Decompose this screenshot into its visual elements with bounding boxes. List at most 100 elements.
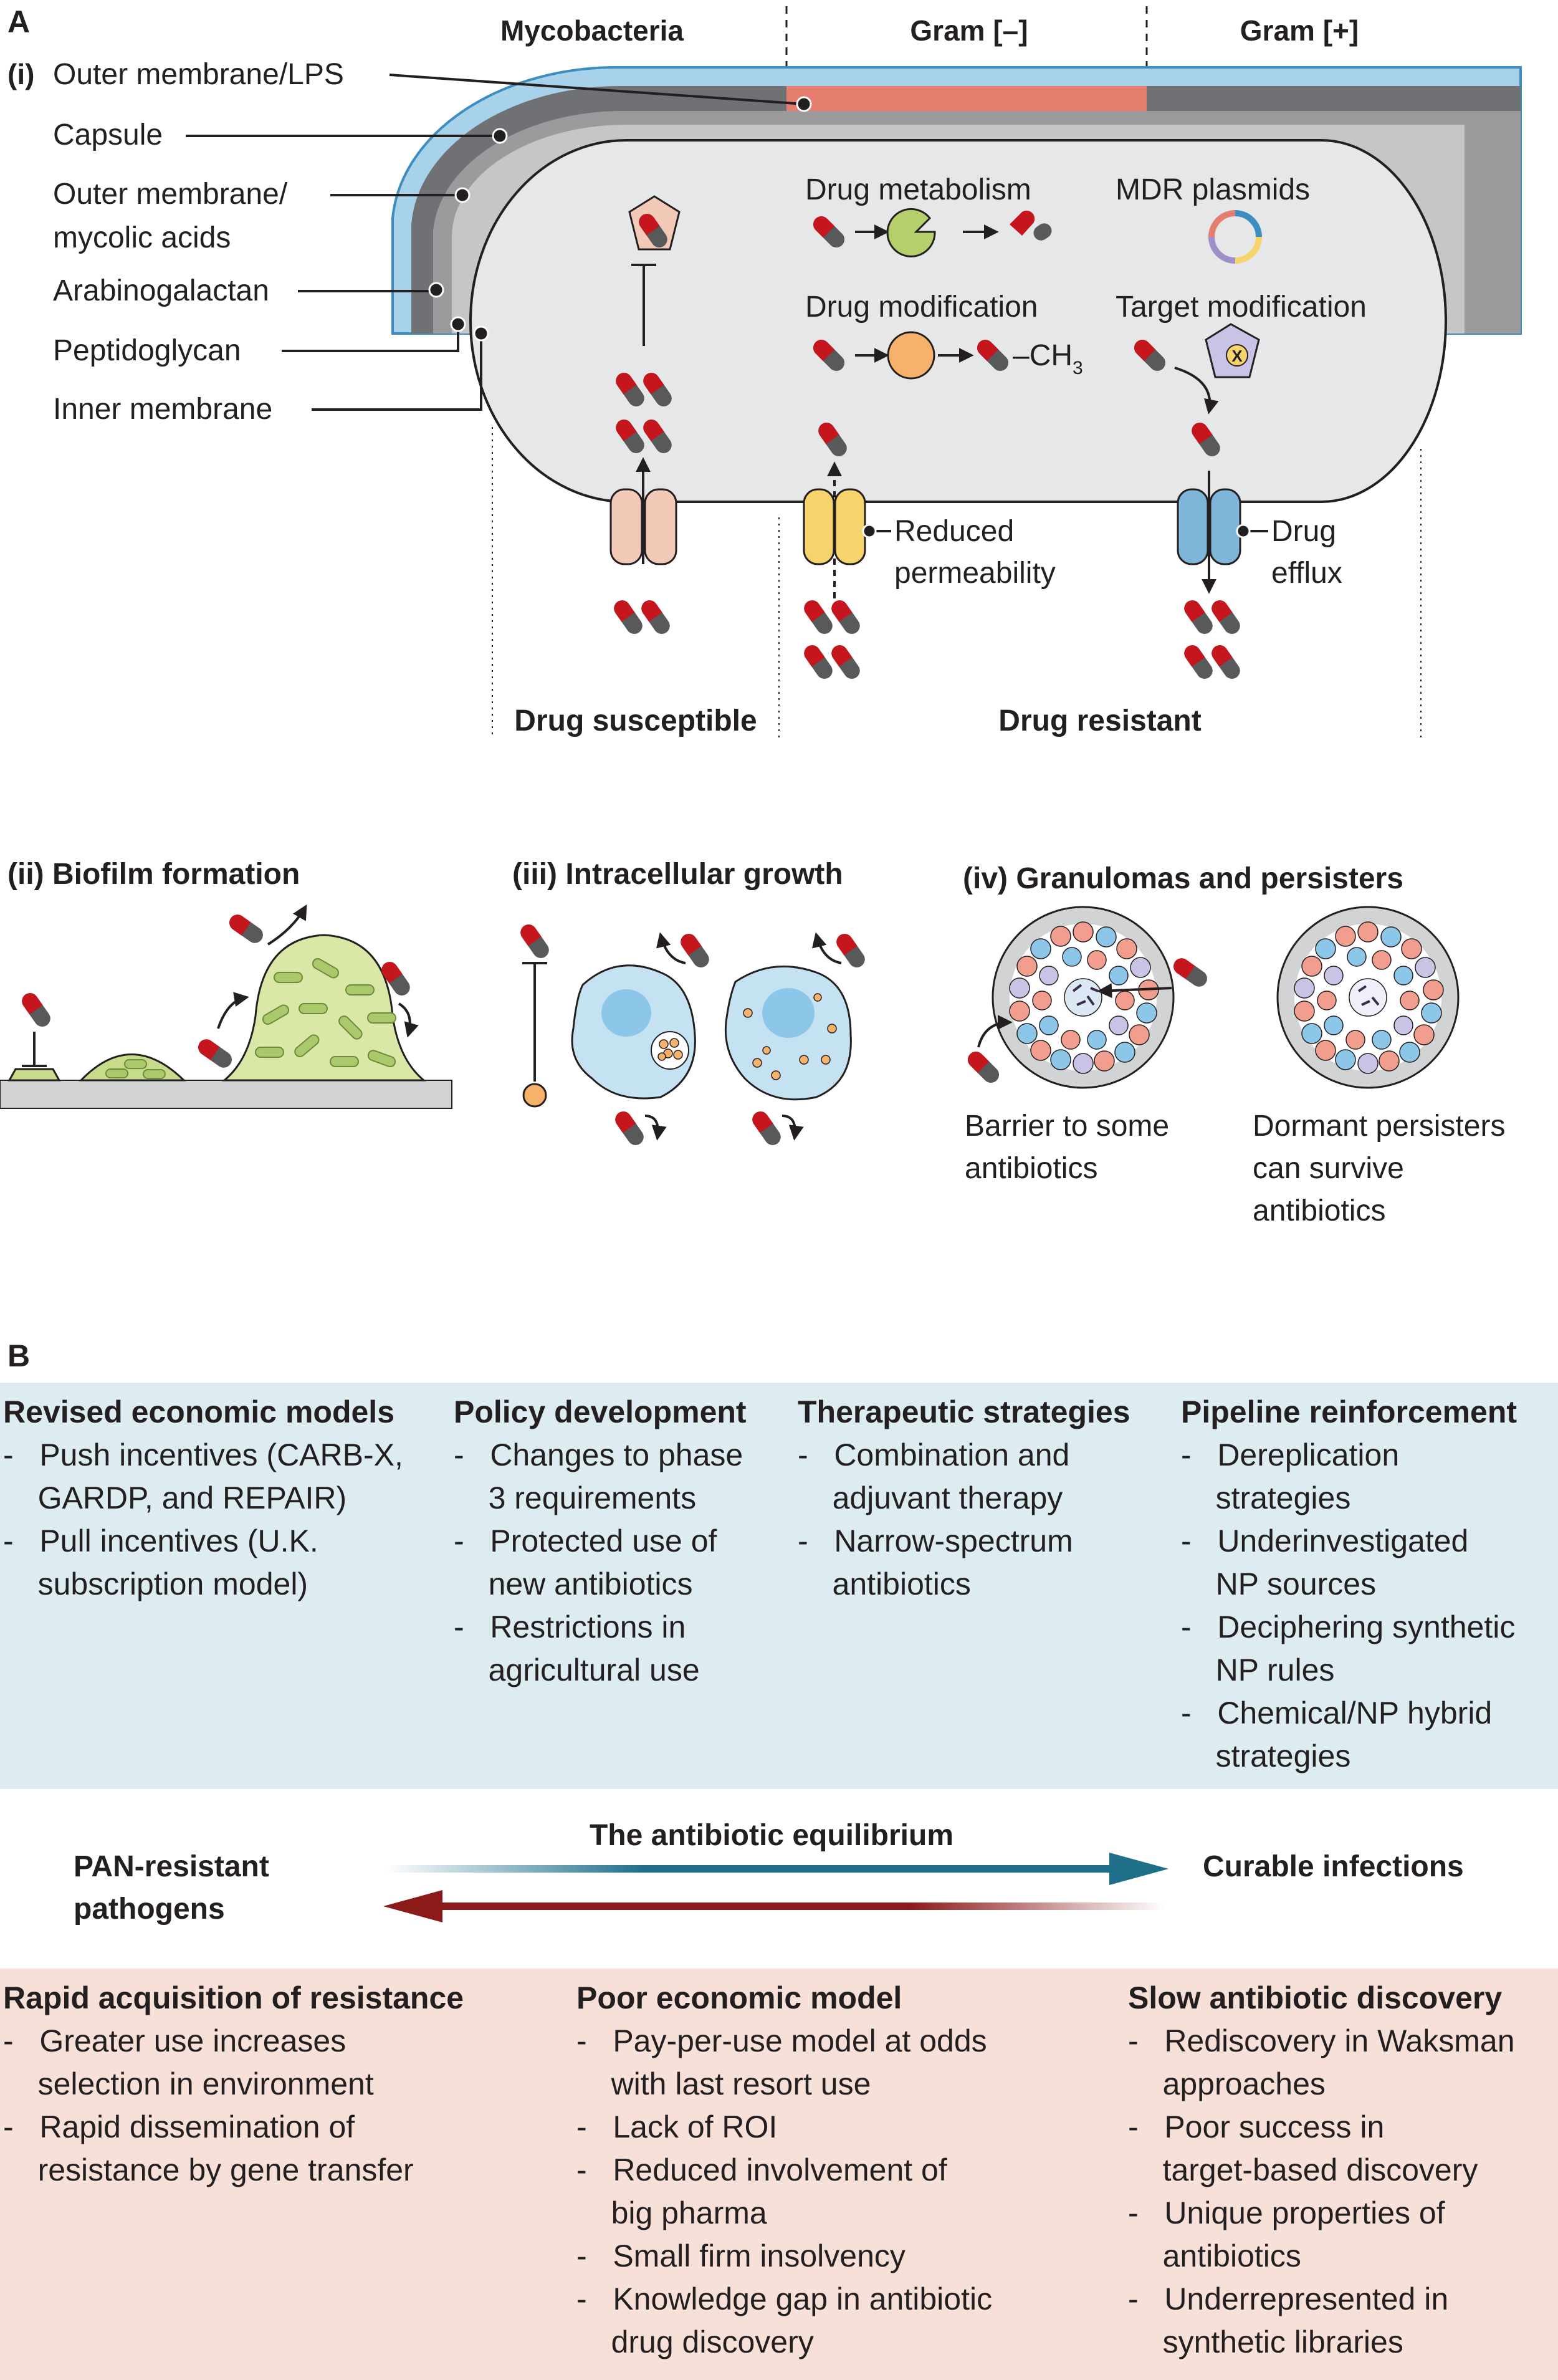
challenge-line: - Small firm insolvency	[576, 2238, 906, 2273]
drug-modification-label: Drug modification	[805, 290, 1038, 324]
macrophage-2-drug-bottom	[749, 1108, 784, 1149]
challenge-line: drug discovery	[576, 2325, 814, 2359]
layer-outer-membrane-lps: Outer membrane/LPS	[53, 58, 344, 91]
solution-line: - Underinvestigated	[1181, 1523, 1468, 1558]
modification-enzyme	[887, 331, 935, 380]
challenges-columns: Rapid acquisition of resistance - Greater…	[3, 1980, 1515, 2359]
solution-line: new antibiotics	[454, 1567, 693, 1601]
challenge-line: resistance by gene transfer	[3, 2152, 414, 2187]
challenge-line: - Pay-per-use model at odds	[576, 2023, 987, 2058]
intracellular-title: (iii) Intracellular growth	[512, 858, 843, 891]
biofilm-drug-2	[226, 911, 267, 946]
biofilm-drug-3	[194, 1036, 236, 1071]
granuloma-left-caption-1: Barrier to some	[965, 1110, 1169, 1143]
solution-line: GARDP, and REPAIR)	[3, 1480, 346, 1515]
granuloma-drug-blue	[1170, 955, 1211, 990]
challenge-line: - Poor success in	[1128, 2109, 1384, 2144]
granuloma-right	[1276, 906, 1460, 1089]
porin-susceptible	[609, 488, 677, 565]
solutions-columns: Revised economic models- Push incentives…	[3, 1394, 1517, 1773]
equilibrium-backward-arrow	[383, 1890, 1165, 1922]
solution-line: strategies	[1181, 1480, 1350, 1515]
solution-line: 3 requirements	[454, 1480, 696, 1515]
solution-line: strategies	[1181, 1739, 1350, 1773]
drug-susceptible-label: Drug susceptible	[514, 704, 757, 737]
challenge-line: synthetic libraries	[1128, 2325, 1403, 2359]
methyl-group-label: –CH3	[1013, 339, 1083, 378]
challenge-line: - Greater use increases	[3, 2023, 346, 2058]
reduced-permeability-label-2: permeability	[894, 557, 1056, 590]
drug-pair-outside-susceptible	[611, 597, 673, 637]
drug-pair-outside-reduced-1	[801, 597, 863, 637]
challenge-line: - Rediscovery in Waksman	[1128, 2023, 1515, 2058]
biofilm-deflect-arrow-1	[267, 904, 307, 946]
challenge-line: approaches	[1128, 2066, 1326, 2101]
granuloma-penetrate-arrow	[1097, 983, 1172, 999]
macrophage-2	[724, 965, 852, 1101]
drug-resistant-label: Drug resistant	[998, 704, 1201, 737]
challenge-header-0: Rapid acquisition of resistance	[3, 1980, 464, 2015]
granulomas-title: (iv) Granulomas and persisters	[963, 862, 1403, 895]
biofilm-deflect-arrow-3	[398, 1002, 419, 1038]
solution-line: agricultural use	[454, 1653, 700, 1687]
drug-metabolism-label: Drug metabolism	[805, 173, 1031, 206]
solution-line: adjuvant therapy	[798, 1480, 1063, 1515]
macrophage-2-arrow-bottom	[781, 1115, 804, 1141]
biofilm-drug-1	[19, 989, 54, 1030]
solution-header-2: Therapeutic strategies	[798, 1394, 1130, 1429]
intracellular-free-bacterium	[522, 1083, 547, 1108]
solution-header-1: Policy development	[454, 1394, 747, 1429]
challenges-box	[0, 1969, 1558, 2380]
solution-line: subscription model)	[3, 1567, 308, 1601]
solution-line: - Combination and	[798, 1437, 1069, 1472]
challenge-line: - Reduced involvement of	[576, 2152, 947, 2187]
solution-line: - Restrictions in	[454, 1610, 686, 1644]
target-mod-arrow	[1174, 367, 1219, 415]
macrophage-1-drug-bottom	[612, 1108, 647, 1149]
biofilm-surface	[0, 1080, 452, 1109]
biofilm-single-cell	[7, 1068, 61, 1082]
column-gram-positive: Gram [+]	[1240, 14, 1359, 47]
intracellular-drug-free	[517, 921, 552, 962]
drug-efflux-label-2: efflux	[1271, 557, 1342, 590]
solution-line: - Chemical/NP hybrid	[1181, 1696, 1492, 1730]
solution-line: antibiotics	[798, 1567, 971, 1601]
solutions-box	[0, 1383, 1558, 1789]
macrophage-2-arrow-top	[812, 932, 842, 964]
challenge-header-2: Slow antibiotic discovery	[1128, 1980, 1502, 2015]
solution-line: - Pull incentives (U.K.	[3, 1523, 318, 1558]
pan-resistant-label-2: pathogens	[74, 1893, 225, 1926]
macrophage-1	[571, 964, 696, 1100]
challenge-line: selection in environment	[3, 2066, 374, 2101]
drug-pair-outside-reduced-2	[801, 642, 863, 682]
macrophage-1-arrow-bottom	[644, 1115, 667, 1141]
granuloma-drug-red	[964, 1048, 1003, 1087]
challenge-line: antibiotics	[1128, 2238, 1301, 2273]
solution-line: - Deciphering synthetic	[1181, 1610, 1515, 1644]
macrophage-2-drug-top	[833, 930, 868, 971]
challenge-line: - Rapid dissemination of	[3, 2109, 355, 2144]
target-modification-label: Target modification	[1116, 290, 1367, 324]
reduced-permeability-dot	[862, 524, 877, 539]
layer-leader-lines	[186, 74, 805, 411]
granuloma-right-caption-2: can survive	[1253, 1152, 1404, 1185]
solution-line: - Dereplication	[1181, 1437, 1399, 1472]
challenge-line: big pharma	[576, 2195, 767, 2230]
challenge-line: - Unique properties of	[1128, 2195, 1445, 2230]
layer-mycolic-acids: mycolic acids	[53, 221, 231, 254]
solution-line: - Push incentives (CARB-X,	[3, 1437, 403, 1472]
biofilm-title: (ii) Biofilm formation	[7, 858, 300, 891]
biofilm-deflect-arrow-2	[217, 992, 249, 1029]
challenge-line: with last resort use	[576, 2066, 871, 2101]
challenge-header-1: Poor economic model	[576, 1980, 902, 2015]
equilibrium-forward-arrow	[386, 1853, 1168, 1885]
panel-a-letter: A	[7, 4, 30, 39]
mdr-plasmid-icon	[1208, 210, 1262, 264]
solution-line: - Changes to phase	[454, 1437, 743, 1472]
column-gram-negative: Gram [–]	[910, 14, 1028, 47]
granuloma-deflect-arrow	[977, 1015, 1013, 1048]
solution-header-3: Pipeline reinforcement	[1181, 1394, 1517, 1429]
layer-outer-membrane: Outer membrane/	[53, 178, 288, 211]
equilibrium-title: The antibiotic equilibrium	[590, 1819, 953, 1852]
